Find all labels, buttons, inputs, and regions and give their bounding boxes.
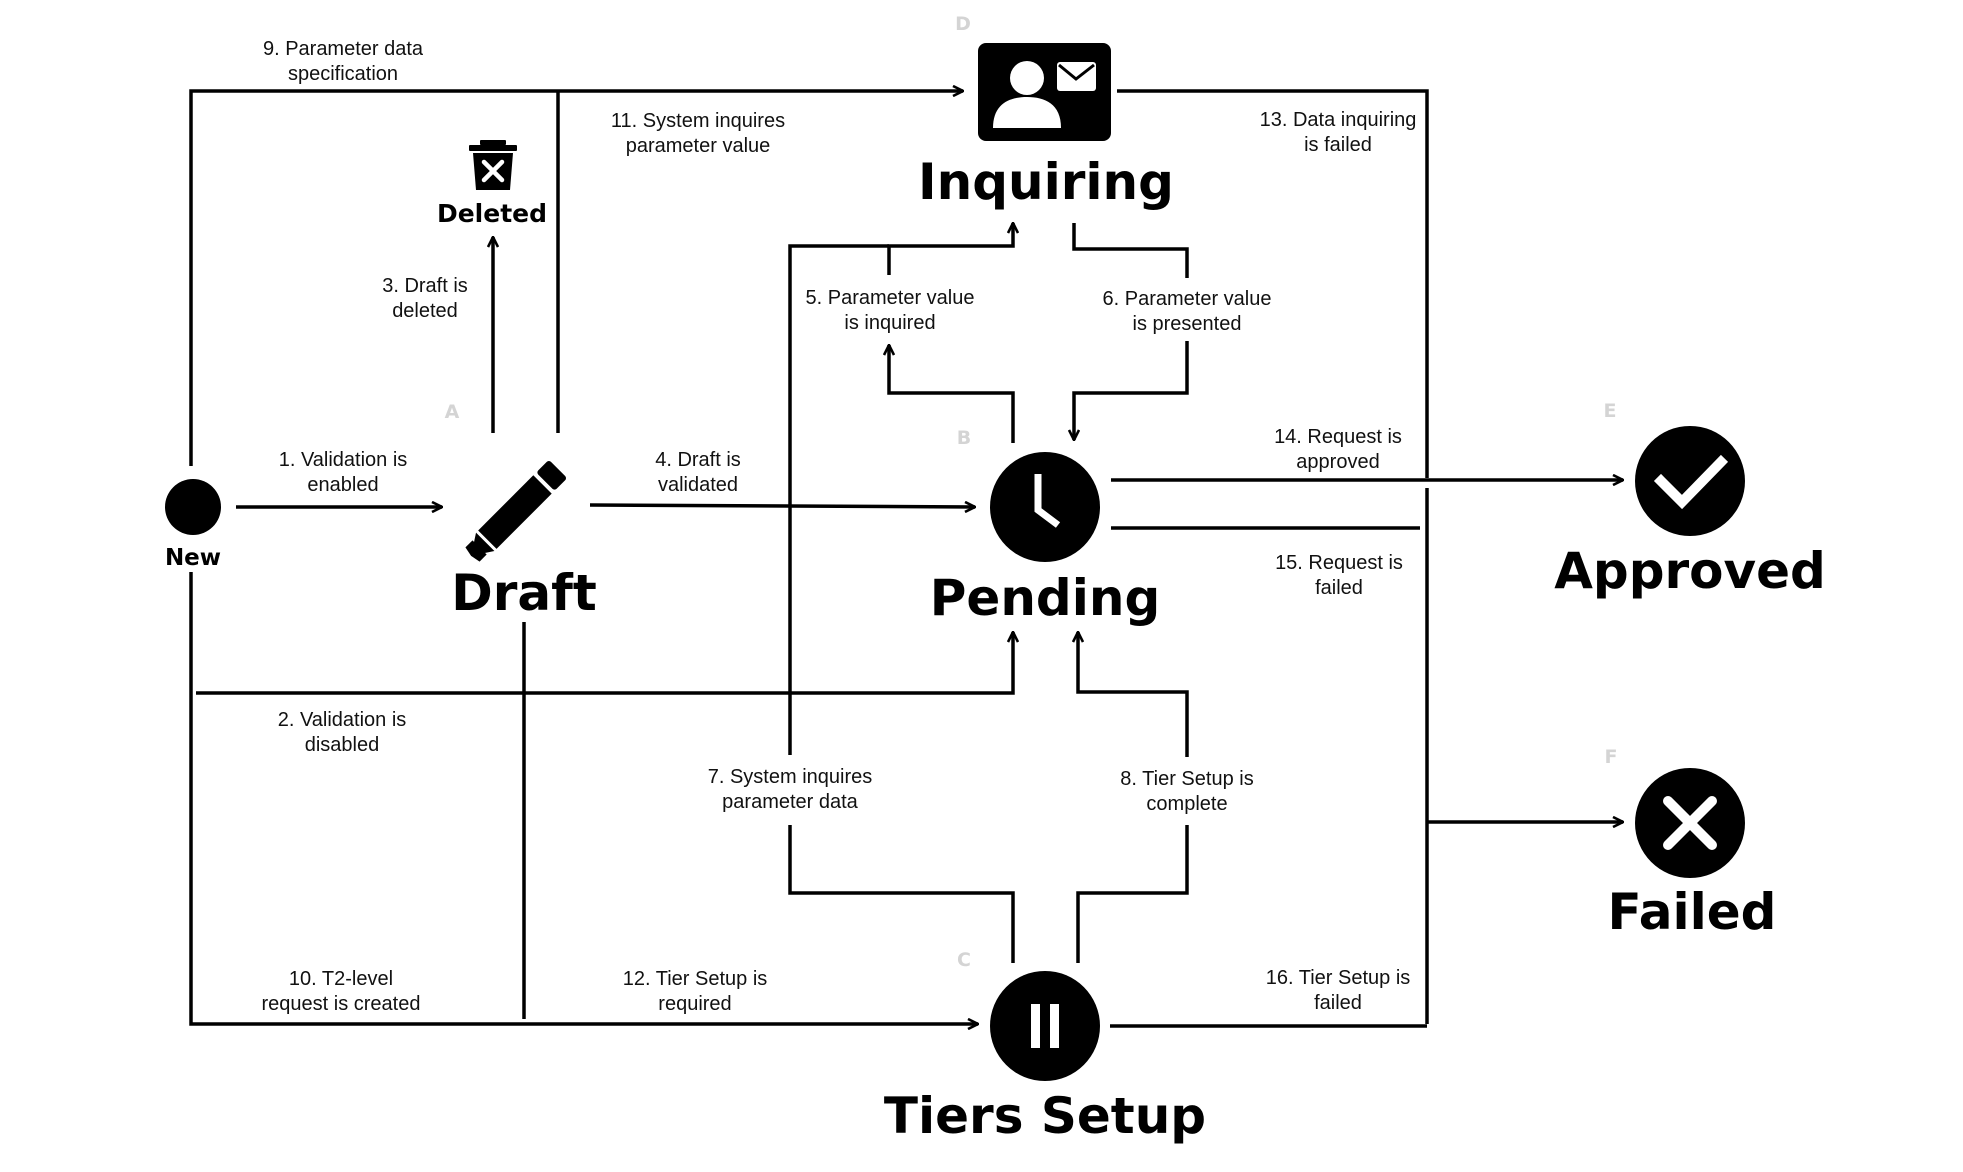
edge-5-parameter-inquired [889,345,1015,443]
edge-5-parameter-inquired-upper [887,223,1013,275]
clock-icon [990,452,1100,562]
state-draft-label: Draft [451,564,597,622]
edge-7-system-inquires-data-upper [788,244,889,755]
state-new: New [165,479,221,571]
state-tiers-setup: C Tiers Setup [884,949,1206,1145]
state-approved-letter: E [1604,400,1617,422]
state-approved-label: Approved [1554,542,1826,600]
state-pending-label: Pending [930,569,1160,627]
state-inquiring-label: Inquiring [918,153,1174,211]
contact-card-icon [978,43,1111,141]
state-inquiring: D Inquiring [918,13,1174,211]
trash-icon [469,140,517,190]
edge-10-t2-request-created [189,572,978,1024]
edge-6-parameter-presented-lower [1074,341,1189,440]
state-pending: B Pending [930,427,1160,627]
checkmark-icon [1635,426,1745,536]
edge-6-parameter-presented [1072,223,1189,278]
pause-icon [990,971,1100,1081]
edge-7-system-inquires-data [788,825,1015,963]
filled-circle-icon [165,479,221,535]
state-failed-letter: F [1605,746,1618,768]
state-tiers-setup-letter: C [957,949,971,971]
state-tiers-setup-label: Tiers Setup [884,1087,1206,1145]
edge-9-parameter-data-spec [189,91,963,466]
edge-4-draft-validated [589,505,975,507]
state-failed: F Failed [1605,746,1777,941]
edge-8-tier-setup-complete-upper [1078,632,1189,757]
state-draft: A Draft [445,401,597,622]
pencil-icon [465,460,567,562]
state-deleted: Deleted [437,140,547,228]
x-icon [1635,768,1745,878]
state-deleted-label: Deleted [437,199,547,228]
state-new-label: New [165,545,221,571]
state-pending-letter: B [957,427,971,449]
edge-13-data-inquiring-failed [1117,89,1429,478]
edge-2-validation-disabled [196,632,1013,695]
edge-8-tier-setup-complete [1076,825,1189,963]
state-approved: E Approved [1554,400,1826,600]
state-failed-label: Failed [1608,883,1777,941]
state-draft-letter: A [445,401,460,423]
state-inquiring-letter: D [955,13,971,35]
